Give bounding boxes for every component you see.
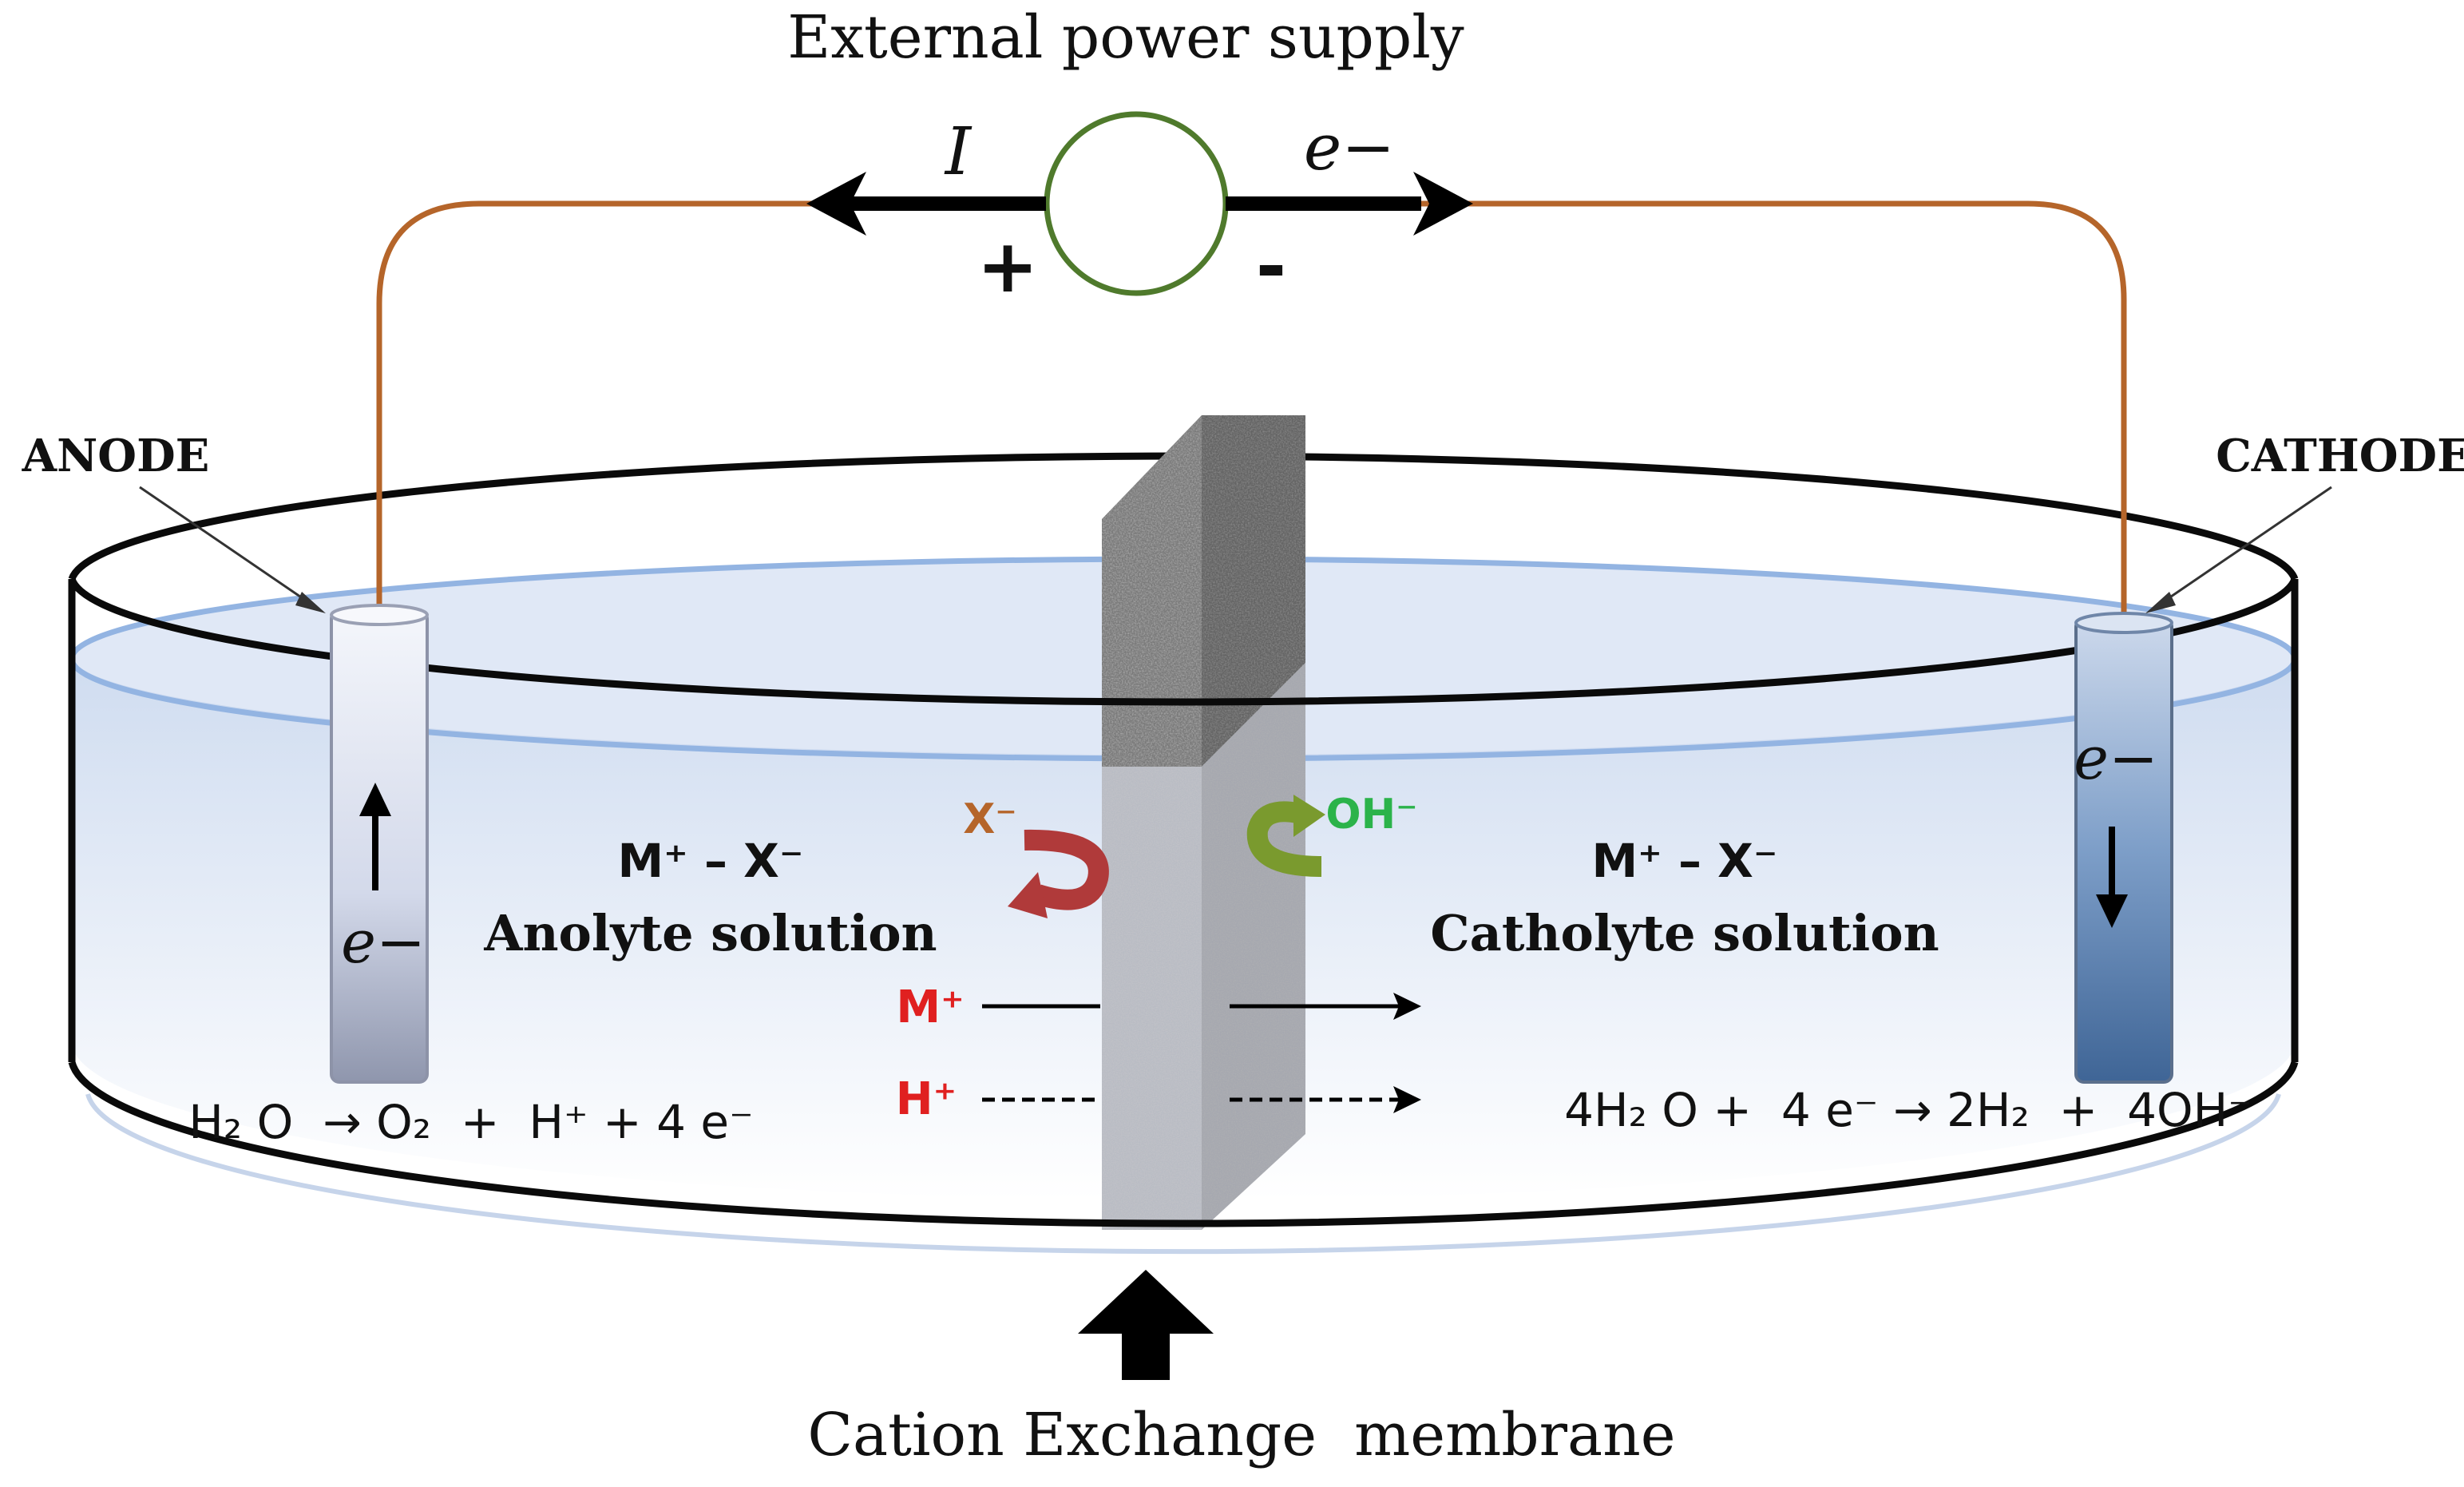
negative-terminal: - bbox=[1256, 224, 1286, 309]
cathode-pointer bbox=[2155, 486, 2332, 609]
anode-electron-label: e− bbox=[341, 908, 426, 977]
x-ion-label: X⁻ bbox=[963, 795, 1017, 843]
proton-h-label: H⁺ bbox=[896, 1073, 957, 1125]
container-base-shadow bbox=[85, 1093, 2281, 1255]
cation-m-label: M⁺ bbox=[896, 981, 964, 1033]
oh-ion-label: OH⁻ bbox=[1325, 791, 1417, 839]
anode-pointer-head bbox=[295, 592, 326, 613]
cathode-electron-label: e− bbox=[2074, 724, 2158, 793]
diagram-title: External power supply bbox=[787, 3, 1464, 72]
current-label: I bbox=[944, 114, 973, 190]
anode-reaction: H₂ O → O₂ + H⁺ + 4 e⁻ bbox=[188, 1095, 753, 1149]
cathode-electrode bbox=[2074, 612, 2173, 1084]
cathode-reaction: 4H₂ O + 4 e⁻ → 2H₂ + 4OH⁻ bbox=[1564, 1083, 2252, 1137]
cathode-wire bbox=[1417, 200, 2127, 619]
cathode-pointer-head bbox=[2145, 592, 2176, 613]
anolyte-formula: M⁺ – X⁻ bbox=[617, 834, 803, 888]
catholyte-formula: M⁺ – X⁻ bbox=[1591, 834, 1777, 888]
membrane-indicator-arrow bbox=[1078, 1270, 1214, 1380]
anolyte-name: Anolyte solution bbox=[483, 904, 937, 962]
proton-h-arrow-head bbox=[1393, 1086, 1421, 1113]
cation-exchange-membrane bbox=[1102, 415, 1305, 1230]
anode-label: ANODE bbox=[22, 430, 210, 482]
anode-pointer bbox=[139, 486, 316, 609]
cation-m-arrow-head bbox=[1393, 993, 1421, 1020]
oh-ion-rejection-arrow bbox=[1246, 795, 1325, 877]
electron-arrow-head bbox=[1413, 172, 1473, 236]
anode-wire bbox=[376, 200, 1046, 611]
x-ion-rejection-arrow bbox=[1008, 829, 1109, 918]
electron-flow-label: e− bbox=[1304, 110, 1395, 184]
membrane-label: Cation Exchange membrane bbox=[807, 1401, 1675, 1469]
current-arrow-head bbox=[806, 172, 866, 236]
anode-electron-arrow-head bbox=[359, 783, 391, 816]
anode-electrode bbox=[330, 604, 429, 1084]
power-supply-circle bbox=[1044, 111, 1229, 296]
container-base bbox=[68, 1061, 2299, 1227]
cathode-electron-arrow-head bbox=[2096, 894, 2128, 928]
external-power-supply bbox=[806, 111, 1473, 296]
catholyte-name: Catholyte solution bbox=[1430, 904, 1939, 962]
positive-terminal: + bbox=[976, 224, 1038, 309]
cathode-label: CATHODE bbox=[2216, 430, 2464, 482]
